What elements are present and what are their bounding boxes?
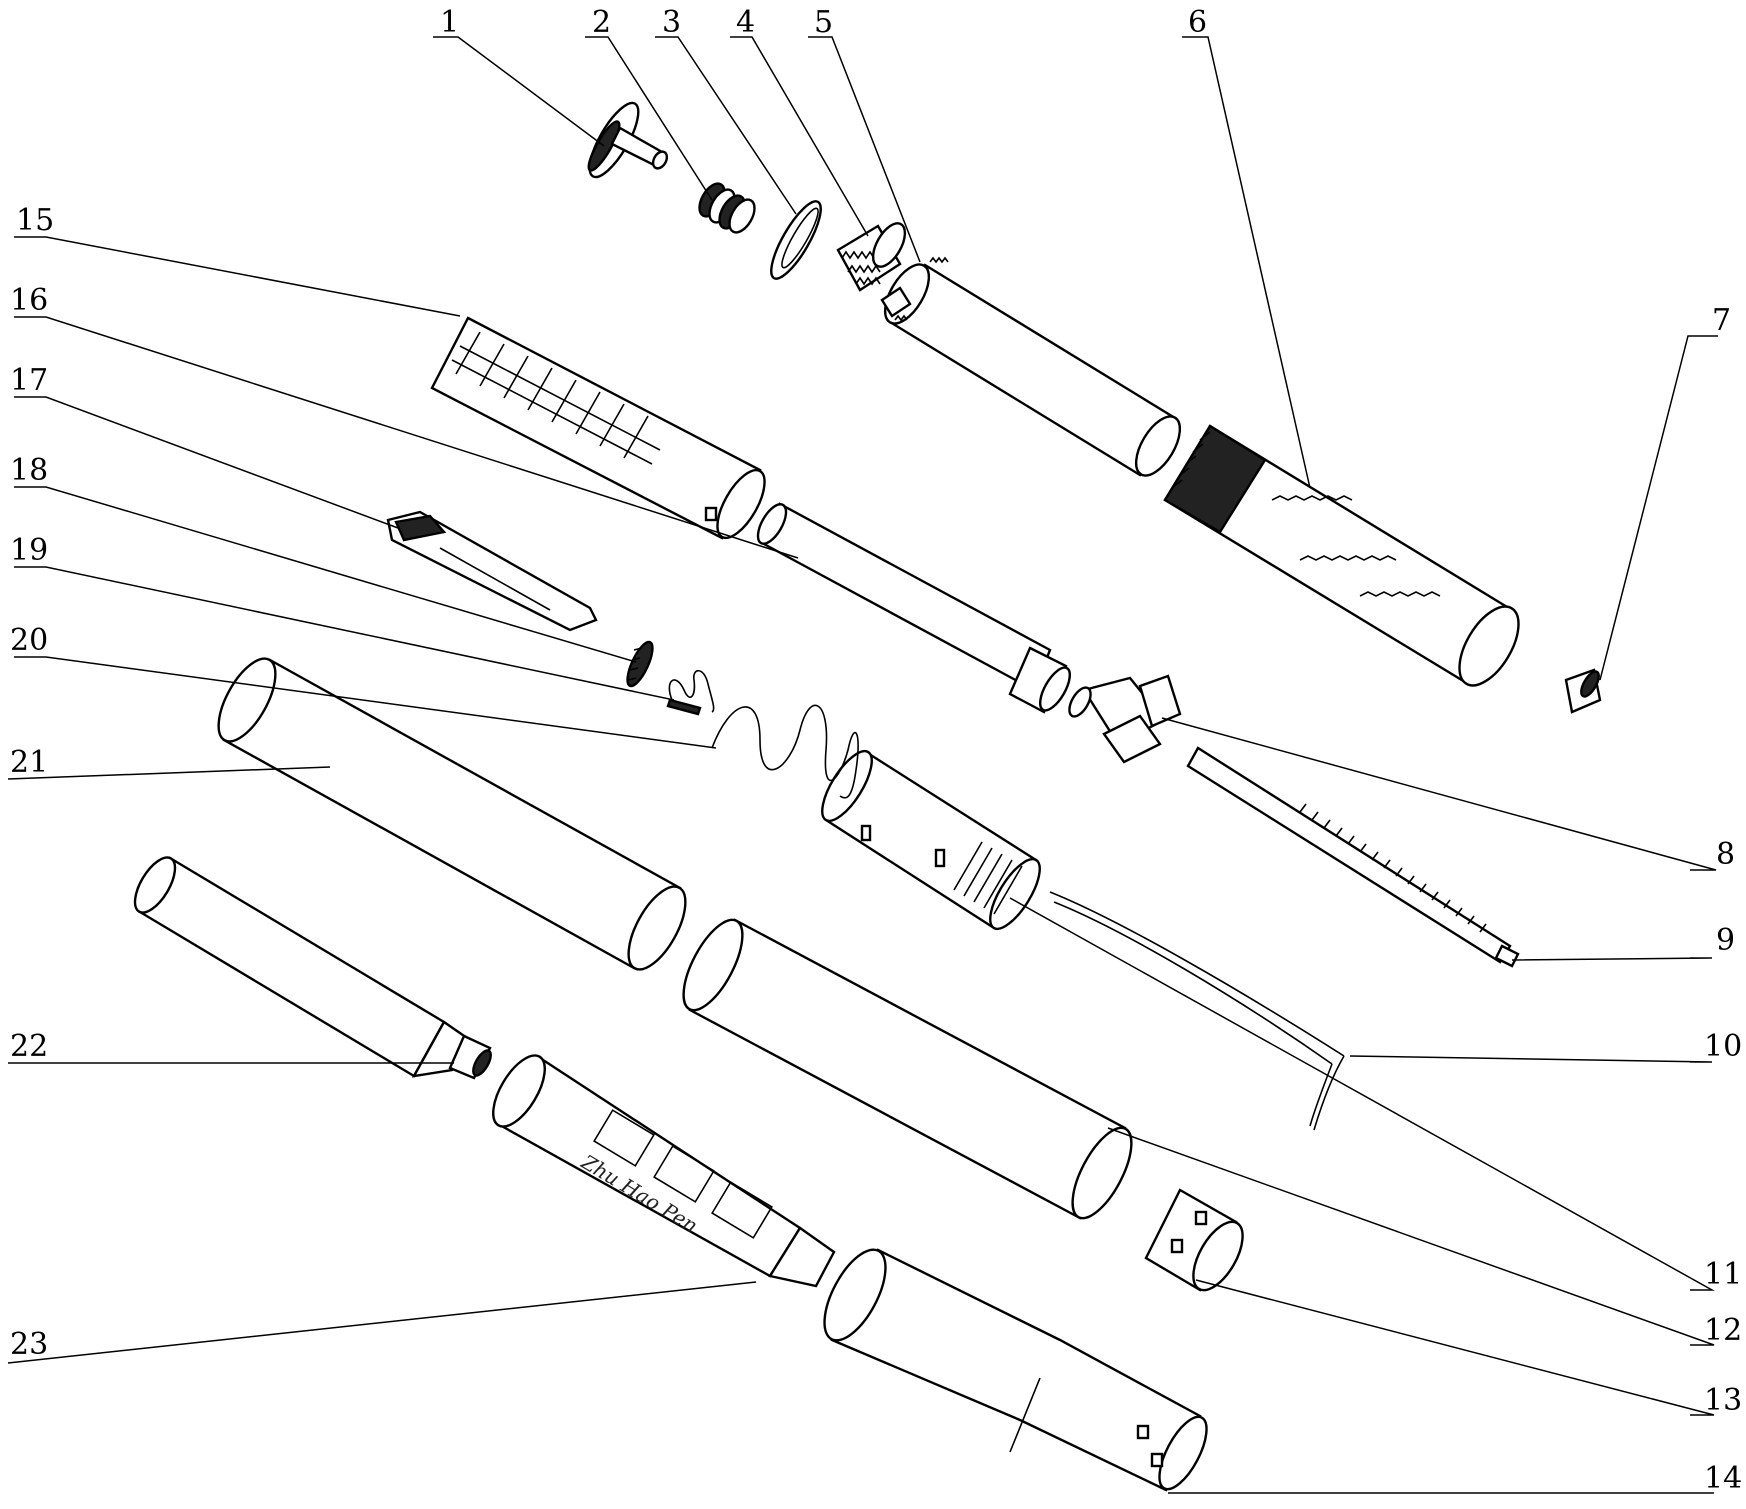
part-22-cartridge [127, 851, 494, 1078]
label-5: 5 [814, 5, 833, 40]
label-12: 12 [1704, 1313, 1742, 1348]
label-10: 10 [1704, 1029, 1742, 1064]
part-7-small-cap [1566, 669, 1602, 712]
part-14-cap [812, 1241, 1216, 1496]
label-3: 3 [662, 5, 681, 40]
label-19: 19 [10, 533, 48, 568]
label-7: 7 [1712, 303, 1731, 338]
label-17: 17 [10, 363, 48, 398]
label-8: 8 [1716, 837, 1735, 872]
part-6-scale-sleeve [1165, 426, 1531, 695]
part-12-lower-barrel [672, 911, 1143, 1226]
label-11: 11 [1704, 1257, 1742, 1292]
part-1-plunger-head [581, 97, 670, 184]
part-15-ribbed-holder [432, 318, 774, 545]
part-10-wire-clip [1050, 892, 1344, 1130]
label-13: 13 [1704, 1383, 1742, 1418]
part-17-pocket-clip [388, 512, 596, 630]
part-16-inner-rod [752, 500, 1075, 715]
part-5-screw-sleeve [876, 257, 1188, 482]
label-18: 18 [10, 453, 48, 488]
label-1: 1 [440, 5, 459, 40]
part-18-small-ring [623, 639, 658, 689]
part-9-lead-screw [1188, 748, 1518, 966]
part-19-coil-spring [668, 671, 714, 714]
label-20: 20 [10, 623, 48, 658]
part-8-clutch [1065, 676, 1180, 762]
part-3-snap-ring [763, 195, 830, 284]
label-23: 23 [10, 1327, 48, 1362]
label-4: 4 [736, 5, 755, 40]
part-11-inner-sleeve [813, 744, 1049, 936]
label-14: 14 [1704, 1461, 1742, 1496]
label-6: 6 [1188, 5, 1207, 40]
label-22: 22 [10, 1029, 48, 1064]
label-2: 2 [592, 5, 611, 40]
label-21: 21 [10, 745, 48, 780]
part-13-end-ring [1146, 1190, 1253, 1298]
label-9: 9 [1716, 923, 1735, 958]
label-15: 15 [16, 203, 54, 238]
label-16: 16 [10, 283, 48, 318]
part-23-cartridge-holder: Zhu Hao Pen [483, 1047, 834, 1286]
